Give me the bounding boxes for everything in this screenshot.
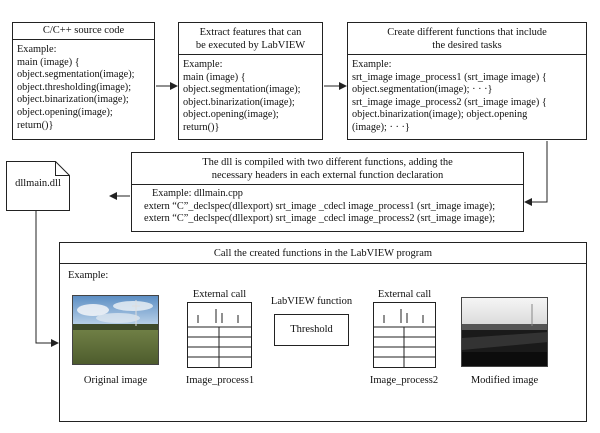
title-line: Extract features that can	[199, 27, 302, 38]
title-line: Create different functions that include	[387, 27, 547, 38]
labview-call-title: Call the created functions in the LabVIE…	[60, 243, 586, 264]
extract-features-box: Extract features that can be executed by…	[178, 22, 323, 140]
threshold-label: Threshold	[290, 324, 333, 335]
code-line: object.segmentation(image); · · ·}	[352, 84, 493, 96]
image-process1-label: Image_process1	[185, 375, 255, 386]
source-code-title: C/C++ source code	[13, 23, 154, 40]
code-line: object.opening(image);	[17, 106, 113, 118]
code-line: extern “C”_declspec(dllexport) srt_image…	[144, 200, 496, 212]
threshold-box: Threshold	[274, 314, 349, 346]
modified-image-label: Modified image	[470, 375, 539, 386]
code-line: (image); · · ·}	[352, 121, 410, 133]
original-image	[72, 295, 159, 365]
image-process2-label: Image_process2	[369, 375, 439, 386]
code-line: object.segmentation(image);	[183, 84, 301, 96]
extract-features-title: Extract features that can be executed by…	[179, 23, 322, 55]
title-line: necessary headers in each external funct…	[211, 170, 444, 181]
code-line: object.segmentation(image);	[17, 69, 135, 81]
external-call-2-label: External call	[377, 289, 432, 300]
code-line: srt_image image_process2 (srt_image imag…	[352, 96, 547, 108]
labview-function-label: LabVIEW function	[270, 296, 353, 307]
code-line: object.opening(image);	[183, 109, 279, 121]
code-line: object.thresholding(image);	[17, 81, 132, 93]
code-line: srt_image image_process1 (srt_image imag…	[352, 71, 547, 83]
code-line: return()}	[183, 121, 220, 133]
code-line: extern “C”_declspec(dllexport) srt_image…	[144, 213, 496, 225]
create-functions-title: Create different functions that include …	[348, 23, 586, 55]
original-image-label: Original image	[83, 375, 148, 386]
extract-features-body: Example: main (image) { object.segmentat…	[183, 59, 320, 135]
external-call-table-1	[187, 302, 252, 368]
arrow-3-to-4	[524, 141, 548, 206]
example-label: Example:	[183, 59, 223, 70]
example-label: Example:	[352, 59, 392, 70]
code-line: object.binarization(image);	[183, 96, 295, 108]
source-code-body: Example: main (image) { object.segmentat…	[17, 44, 152, 132]
modified-image	[461, 297, 548, 367]
title-line: the desired tasks	[432, 40, 502, 51]
arrow-dll-to-5	[35, 210, 59, 347]
external-call-1-label: External call	[192, 289, 247, 300]
create-functions-box: Create different functions that include …	[347, 22, 587, 140]
example-label: Example: dllmain.cpp	[152, 188, 243, 199]
dll-compile-box: The dll is compiled with two different f…	[131, 152, 524, 232]
code-line: main (image) {	[183, 71, 246, 83]
code-line: main (image) {	[17, 56, 80, 68]
external-call-table-2	[373, 302, 436, 368]
source-code-box: C/C++ source code Example: main (image) …	[12, 22, 155, 140]
code-line: object.binarization(image); object.openi…	[352, 109, 528, 121]
code-line: return()}	[17, 119, 54, 131]
code-line: object.binarization(image);	[17, 94, 129, 106]
example-label: Example:	[68, 270, 109, 281]
dll-compile-title: The dll is compiled with two different f…	[132, 153, 523, 185]
dll-file-icon	[6, 161, 70, 211]
title-line: The dll is compiled with two different f…	[202, 157, 453, 168]
title-line: be executed by LabVIEW	[195, 40, 306, 51]
dll-file-label: dllmain.dll	[15, 178, 61, 189]
create-functions-body: Example: srt_image image_process1 (srt_i…	[352, 59, 584, 135]
dll-compile-body: Example: dllmain.cpp extern “C”_declspec…	[144, 188, 521, 226]
example-label: Example:	[17, 44, 57, 55]
